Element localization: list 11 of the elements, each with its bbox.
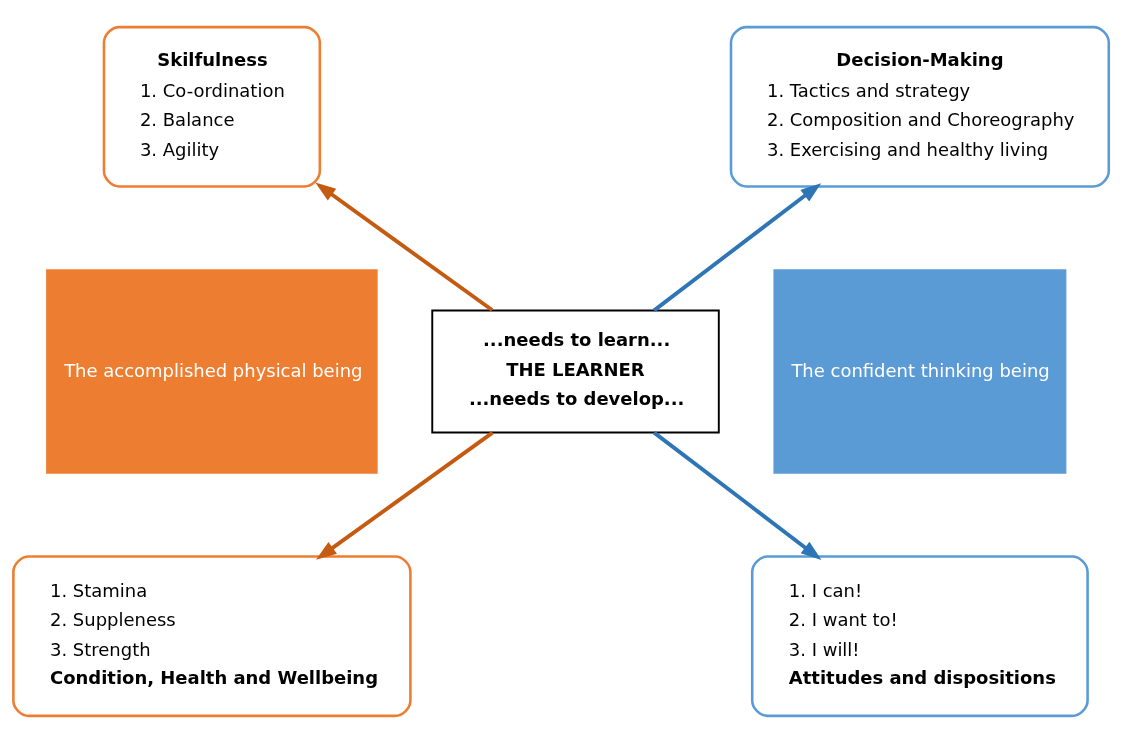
node-box: Decision-Making 1. Tactics and strategy 2. Composition and Choreography 3. Exercising and healthy living [729, 25, 1111, 188]
node-box: 1. Stamina 2. Suppleness 3. Strength Condition, Health and Wellbeing [12, 554, 412, 717]
arrow [316, 430, 494, 560]
node-box: The accomplished physical being [46, 268, 378, 474]
node-box: Skilfulness 1. Co-ordination 2. Balance 3. Agility [102, 25, 322, 188]
arrow [652, 430, 822, 560]
node-box: The confident thinking being [773, 268, 1067, 474]
node-box: ...needs to learn... THE LEARNER ...needs to develop... [431, 309, 720, 433]
node-box: 1. I can! 2. I want to! 3. I will! Attitudes and dispositions [750, 554, 1089, 717]
arrow [315, 182, 494, 312]
arrow [652, 182, 822, 312]
